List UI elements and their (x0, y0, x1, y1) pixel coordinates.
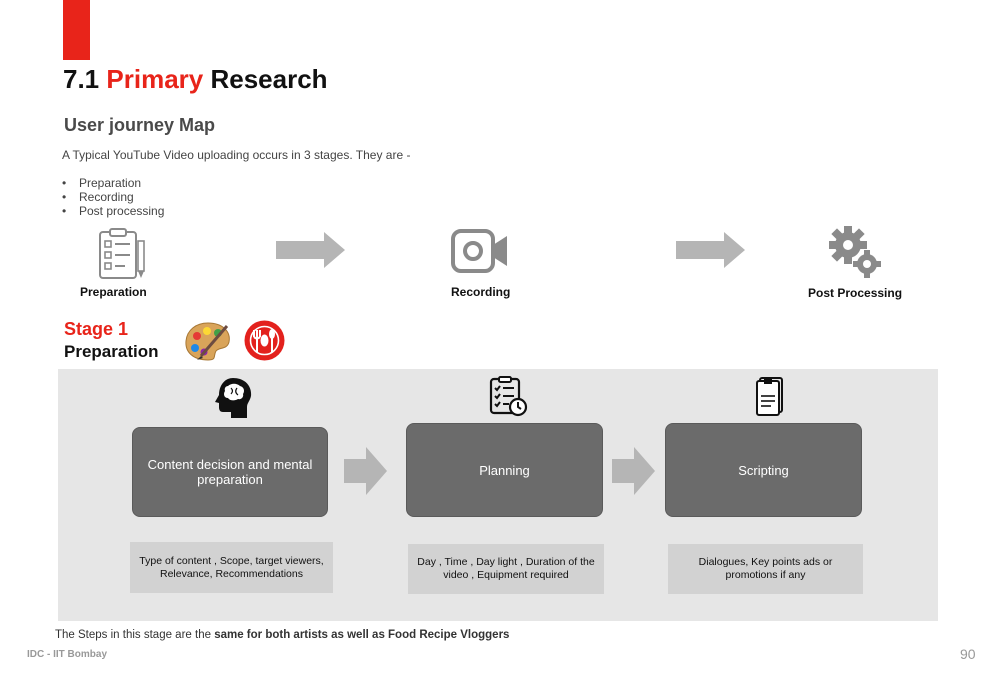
art-palette-icon (185, 322, 230, 361)
checklist-clipboard-icon (99, 228, 145, 279)
right-arrow-icon (276, 232, 345, 268)
step-label: Planning (479, 462, 530, 478)
step-label: Content decision and mental preparation (147, 457, 313, 487)
intro-text: A Typical YouTube Video uploading occurs… (62, 148, 411, 162)
step-note-text: Type of content , Scope, target viewers,… (139, 554, 324, 580)
page-number: 90 (960, 646, 976, 662)
step-box-planning: Planning (406, 423, 603, 517)
step-box-content-decision: Content decision and mental preparation (132, 427, 328, 517)
step-note: Dialogues, Key points ads or promotions … (668, 544, 863, 594)
step-note: Day , Time , Day light , Duration of the… (408, 544, 604, 594)
checklist-clock-icon (489, 376, 528, 417)
stage-subtitle: Preparation (64, 342, 159, 361)
food-plate-icon (244, 320, 285, 361)
bullet-item: Recording (62, 190, 164, 204)
section-number: 7.1 (63, 64, 100, 94)
journey-stage-label: Preparation (80, 285, 147, 299)
accent-bar (63, 0, 90, 60)
step-note-text: Day , Time , Day light , Duration of the… (417, 556, 595, 581)
section-subtitle: User journey Map (64, 115, 216, 135)
step-box-scripting: Scripting (665, 423, 862, 517)
head-brain-icon (215, 378, 252, 418)
right-arrow-icon (344, 447, 387, 495)
stage-bullet-list: Preparation Recording Post processing (62, 176, 164, 218)
document-icon (756, 377, 783, 416)
footer-note: The Steps in this stage are the same for… (55, 629, 509, 641)
journey-stage-label: Recording (451, 285, 511, 299)
page-title: 7.1 Primary Research (63, 64, 328, 95)
footer-note-prefix: The Steps in this stage are the (55, 629, 215, 641)
footer-note-bold: same for both artists as well as Food Re… (214, 629, 510, 641)
step-label: Scripting (738, 462, 789, 478)
right-arrow-icon (676, 232, 745, 268)
organization-label: IDC - IIT Bombay (27, 649, 108, 660)
gears-icon (829, 226, 881, 278)
bullet-item: Post processing (62, 204, 164, 218)
video-camera-icon (451, 229, 507, 273)
step-note-text: Dialogues, Key points ads or promotions … (698, 556, 833, 581)
step-note: Type of content , Scope, target viewers,… (130, 542, 333, 593)
journey-stage-label: Post Processing (808, 286, 903, 300)
title-rest: Research (210, 64, 328, 94)
title-highlight: Primary (106, 64, 204, 94)
right-arrow-icon (612, 447, 655, 495)
stage-title: Stage 1 (64, 319, 129, 339)
bullet-item: Preparation (62, 176, 164, 190)
